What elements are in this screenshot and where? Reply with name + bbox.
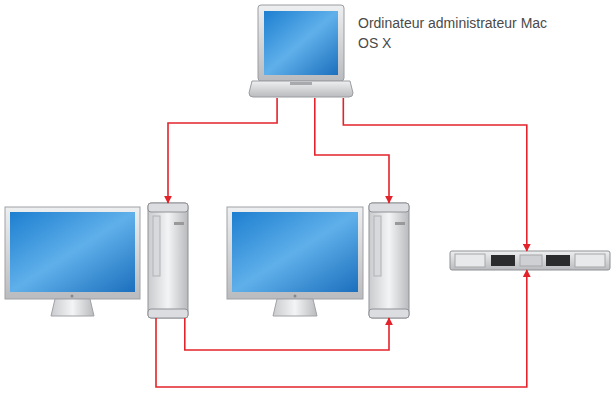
arrow-connector (343, 98, 526, 251)
arrow-connector (168, 98, 277, 203)
laptop-node: Ordinateur administrateur Mac OS X (255, 4, 347, 98)
workstation-node (369, 203, 409, 318)
workstation-node (148, 203, 188, 318)
rack-server (450, 251, 610, 270)
arrow-connector (156, 270, 527, 387)
node-label: Ordinateur administrateur Mac OS X (358, 13, 548, 53)
arrow-connector (185, 318, 389, 350)
workstation-middle (227, 203, 409, 318)
workstation-left (5, 203, 188, 318)
label-holder: Ordinateur administrateur Mac OS X (358, 13, 548, 53)
laptop (249, 5, 353, 97)
server-node (450, 251, 610, 270)
arrow-connector (315, 98, 389, 203)
